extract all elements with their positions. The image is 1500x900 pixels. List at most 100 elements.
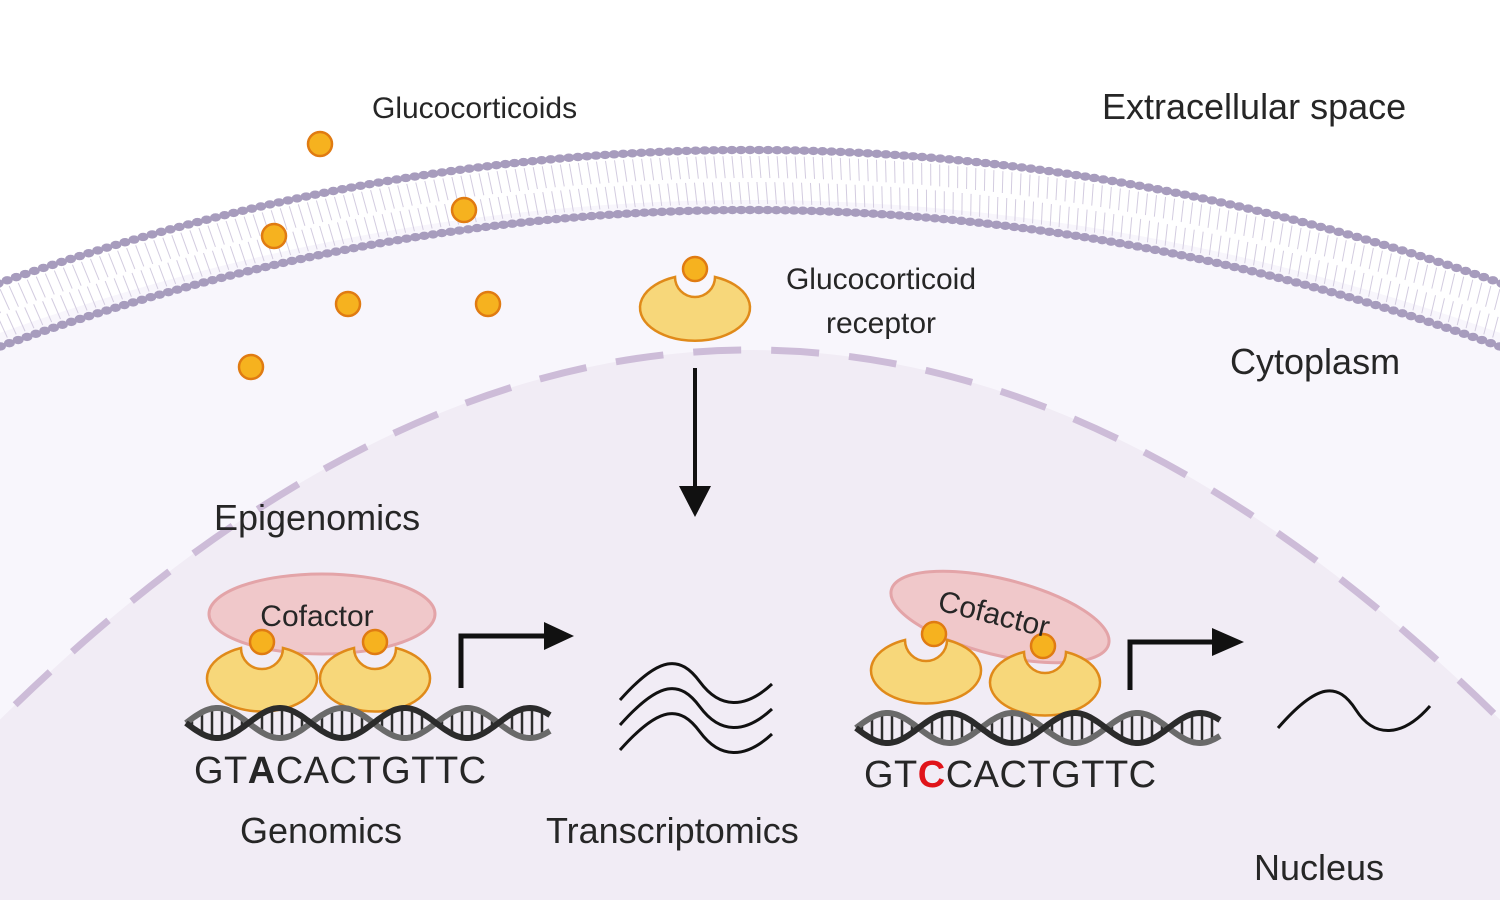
lipid-tail bbox=[1359, 245, 1365, 267]
lipid-tail bbox=[1118, 188, 1121, 211]
lipid-tail bbox=[180, 232, 190, 255]
membrane-inner-leaflet bbox=[0, 205, 1500, 351]
lipid-head bbox=[964, 217, 976, 226]
glucocorticoid-molecule bbox=[237, 353, 265, 381]
lipid-head bbox=[1369, 238, 1381, 247]
lipid-head bbox=[304, 252, 316, 262]
lipid-head bbox=[21, 332, 33, 342]
lipid-tail bbox=[595, 161, 601, 184]
lipid-head bbox=[92, 246, 104, 255]
lipid-head bbox=[1061, 169, 1073, 178]
lipid-head bbox=[844, 148, 856, 157]
lipid-head bbox=[911, 212, 923, 221]
lipid-tail bbox=[1261, 246, 1267, 268]
lipid-tail bbox=[198, 227, 207, 250]
lipid-head bbox=[321, 249, 333, 258]
lipid-tail bbox=[604, 160, 610, 183]
lipid-tail bbox=[1413, 261, 1420, 283]
lipid-tail bbox=[1189, 202, 1194, 224]
lipid-tail bbox=[854, 184, 857, 207]
lipid-head bbox=[980, 158, 992, 168]
lipid-tail bbox=[479, 199, 486, 222]
lipid-head bbox=[171, 285, 183, 294]
lipid-tail bbox=[211, 250, 221, 273]
lipid-tail bbox=[756, 181, 760, 205]
lipid-tail bbox=[704, 156, 708, 179]
lipid-head bbox=[1115, 178, 1127, 187]
lipid-tail bbox=[614, 160, 619, 183]
lipid-tail bbox=[379, 188, 386, 211]
receptor-label-line2: receptor bbox=[825, 307, 937, 340]
lipid-head bbox=[626, 149, 638, 158]
cofactor-label-left: Cofactor bbox=[260, 600, 373, 633]
lipid-tail bbox=[568, 163, 574, 186]
lipid-head bbox=[508, 158, 520, 168]
lipid-head bbox=[674, 207, 686, 216]
lipid-tail bbox=[875, 159, 878, 182]
lipid-tail bbox=[381, 213, 389, 236]
glucocorticoid-molecule bbox=[306, 130, 334, 158]
lipid-tail bbox=[836, 183, 839, 206]
lipid-tail bbox=[1010, 172, 1013, 195]
lipid-head bbox=[445, 166, 457, 176]
lipid-head bbox=[1008, 222, 1020, 232]
lipid-head bbox=[392, 235, 404, 245]
lipid-tail bbox=[848, 158, 851, 181]
lipid-tail bbox=[676, 183, 680, 206]
lipid-head bbox=[339, 245, 351, 255]
lipid-tail bbox=[1368, 247, 1374, 270]
lipid-head bbox=[1273, 273, 1285, 283]
lipid-head bbox=[902, 211, 914, 221]
lipid-head bbox=[952, 156, 964, 165]
lipid-head bbox=[545, 155, 557, 164]
lipid-tail bbox=[297, 204, 306, 226]
lipid-head bbox=[1043, 227, 1055, 236]
lipid-tail bbox=[1377, 250, 1383, 272]
lipid-tail bbox=[1180, 200, 1185, 223]
lipid-head bbox=[37, 263, 49, 273]
lipid-head bbox=[779, 206, 791, 215]
lipid-head bbox=[242, 267, 254, 276]
lipid-head bbox=[1290, 278, 1302, 287]
lipid-head bbox=[1423, 317, 1435, 327]
lipid-head bbox=[207, 275, 219, 285]
epigenomics-label: Epigenomics bbox=[214, 497, 421, 538]
lipid-head bbox=[1414, 314, 1426, 324]
lipid-tail bbox=[1350, 270, 1356, 292]
lipid-tail bbox=[1076, 208, 1079, 230]
lipid-tail bbox=[1001, 171, 1004, 194]
lipid-tail bbox=[247, 241, 256, 264]
lipid-head bbox=[568, 213, 580, 222]
lipid-head bbox=[961, 156, 973, 166]
lipid-tail bbox=[1323, 262, 1329, 284]
lipid-head bbox=[83, 249, 95, 258]
lipid-head bbox=[594, 211, 606, 220]
lipid-head bbox=[1158, 247, 1170, 256]
lipid-head bbox=[74, 314, 86, 324]
lipid-head bbox=[182, 220, 194, 229]
lipid-head bbox=[480, 222, 492, 232]
lipid-tail bbox=[1270, 220, 1275, 243]
lipid-head bbox=[127, 298, 139, 307]
lipid-head bbox=[128, 235, 140, 244]
lipid-head bbox=[268, 260, 280, 270]
dna-strand-front bbox=[854, 709, 1222, 747]
lipid-head bbox=[418, 170, 430, 180]
lipid-tail bbox=[15, 310, 26, 332]
lipid-head bbox=[1326, 287, 1338, 297]
lipid-tail bbox=[478, 173, 485, 196]
lipid-tail bbox=[1288, 252, 1294, 275]
lipid-tail bbox=[801, 182, 804, 205]
lipid-head bbox=[309, 190, 321, 199]
lipid-head bbox=[92, 309, 104, 318]
lipid-head bbox=[621, 209, 633, 218]
lipid-tail bbox=[42, 301, 53, 323]
lipid-head bbox=[497, 220, 509, 229]
translocation-arrow bbox=[679, 368, 711, 517]
lipid-head bbox=[436, 228, 448, 238]
lipid-tail bbox=[987, 195, 990, 218]
lipid-tail bbox=[99, 255, 109, 278]
lipid-head bbox=[744, 205, 756, 215]
lipid-head bbox=[708, 146, 720, 155]
bound-glucocorticoid bbox=[1029, 632, 1057, 660]
